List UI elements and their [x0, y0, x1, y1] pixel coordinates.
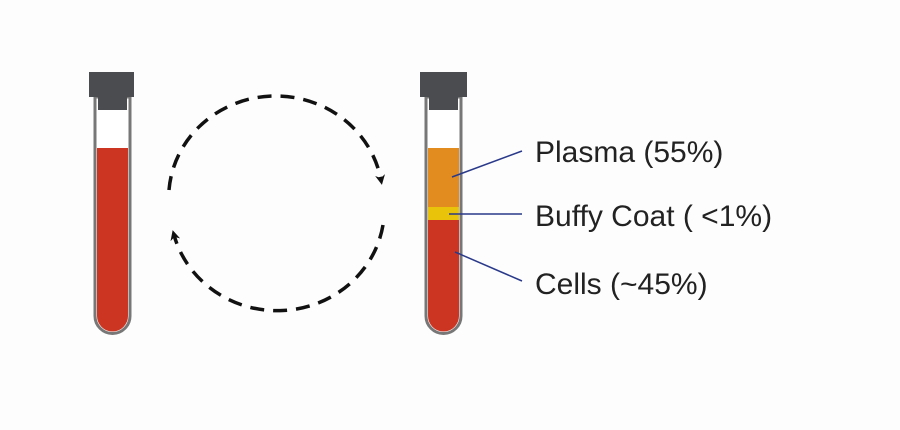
tube-cap — [420, 72, 467, 97]
plasma-leader-line — [451, 150, 523, 178]
cells-label: Cells (~45%) — [535, 268, 708, 301]
rotation-arrow-top — [167, 94, 385, 191]
plasma-label: Plasma (55%) — [535, 136, 724, 169]
cells-leader-line — [454, 251, 523, 282]
cells-layer — [428, 220, 459, 332]
rotation-arrow-bottom — [170, 224, 385, 313]
whole-blood-tube — [89, 72, 134, 335]
buffy-coat-layer — [428, 207, 459, 220]
plasma-layer — [428, 148, 459, 207]
buffy-coat-label: Buffy Coat ( <1%) — [535, 200, 773, 233]
tube-cap — [89, 72, 134, 97]
separated-blood-tube — [420, 72, 467, 335]
whole-blood — [97, 148, 128, 332]
